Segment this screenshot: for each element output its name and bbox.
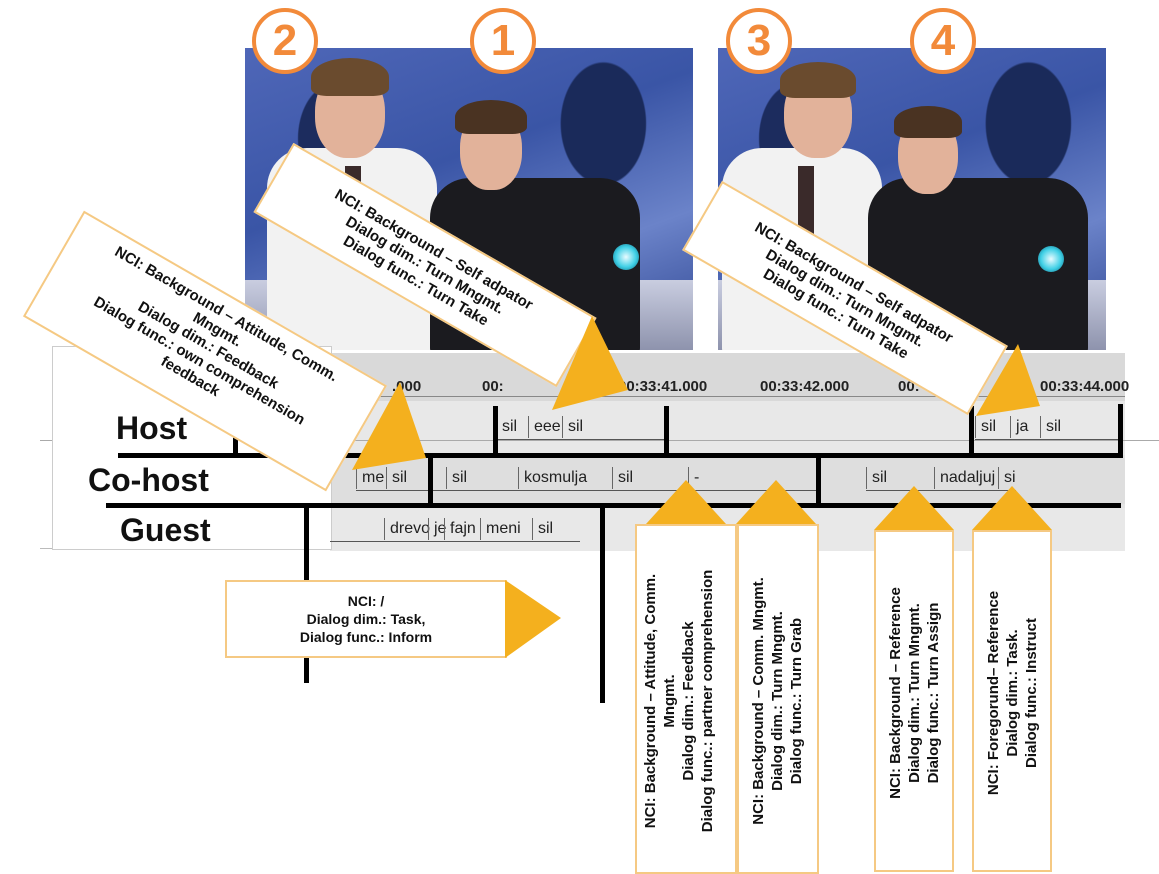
annotation-note-vertical-1: NCI: Background – Attitude, Comm. Mngmt.…: [635, 524, 737, 874]
host-cell[interactable]: ja: [1010, 416, 1028, 438]
note-line: NCI: Background – Comm. Mngmt.: [750, 577, 767, 825]
arrow-mid-note: [552, 316, 628, 410]
cohost-cell[interactable]: kosmulja: [518, 467, 587, 489]
timestamp: 00:: [482, 378, 504, 395]
tier-label-cohost: Co-host: [88, 462, 209, 498]
note-line: Dialog func.: Turn Grab: [788, 617, 805, 785]
note-line: NCI: Background – Reference: [887, 587, 904, 799]
stage-lamp: [1038, 246, 1064, 272]
arrow-up-v3: [874, 486, 954, 530]
note-line: Mngmt.: [661, 674, 678, 728]
cohost-turn-marker: [816, 456, 821, 504]
guest-cell[interactable]: fajn: [444, 518, 476, 540]
guest-cell[interactable]: sil: [532, 518, 553, 540]
guest-cell[interactable]: meni: [480, 518, 521, 540]
cohost-cell[interactable]: me: [356, 467, 384, 489]
cohost-cell[interactable]: si: [998, 467, 1016, 489]
guest-hair: [455, 100, 527, 134]
arrow-guest-note: [505, 580, 561, 658]
arrow-up-v4: [972, 486, 1052, 530]
vertical-note-text: NCI: Background – Attitude, Comm. Mngmt.…: [641, 536, 717, 866]
timestamp: 00:33:41.000: [618, 378, 708, 395]
tier-label-host: Host: [116, 410, 188, 446]
note-line: NCI: Background – Attitude, Comm.: [642, 573, 659, 829]
guest-cell[interactable]: je: [428, 518, 446, 540]
timestamp: 00:33:44.000: [1040, 378, 1130, 395]
marker-3: 3: [726, 8, 792, 74]
arrow-right-note: [976, 344, 1040, 416]
cohost-cell[interactable]: sil: [612, 467, 633, 489]
cohost-cell[interactable]: sil: [866, 467, 887, 489]
note-line: Dialog dim.: Turn Mngmt.: [769, 611, 786, 791]
note-line: Dialog func.: Inform: [299, 629, 433, 645]
annotation-note-guest: NCI: / Dialog dim.: Task, Dialog func.: …: [225, 580, 507, 658]
guest-cell[interactable]: drevo: [384, 518, 430, 540]
host-timeline: [118, 453, 1123, 458]
note-line: Dialog func.: partner comprehension: [699, 569, 716, 833]
note-line: Dialog func.: Turn Assign: [925, 602, 942, 784]
host-turn-marker: [664, 406, 669, 456]
vertical-note-text: NCI: Background – Comm. Mngmt. Dialog di…: [749, 536, 806, 866]
host-cell[interactable]: sil: [975, 416, 996, 438]
note-line: NCI: /: [347, 593, 385, 609]
note-line: Dialog dim.: Feedback: [680, 621, 697, 781]
host-turn-marker: [1118, 404, 1123, 458]
arrow-up-v2: [736, 480, 816, 524]
host-turn-marker: [969, 406, 974, 456]
note-line: Dialog dim.: Task,: [306, 611, 426, 627]
guest-hair: [894, 106, 962, 138]
cohost-cell[interactable]: sil: [446, 467, 467, 489]
marker-1: 1: [470, 8, 536, 74]
cohost-timeline: [106, 503, 1121, 508]
host-tier-rule: [975, 439, 1120, 440]
tier-label-guest: Guest: [120, 512, 211, 548]
cohost-cell[interactable]: sil: [386, 467, 407, 489]
note-line: Dialog dim.: Turn Mngmt.: [906, 603, 923, 783]
arrow-left-note: [352, 382, 426, 470]
host-cell[interactable]: sil: [496, 416, 517, 438]
note-line: NCI: Foregorund– Reference: [985, 590, 1002, 796]
cohost-cell[interactable]: nadaljuj: [934, 467, 995, 489]
host-cell[interactable]: sil: [562, 416, 583, 438]
note-line: Dialog dim.: Task.: [1004, 629, 1021, 757]
arrow-up-v1: [646, 480, 726, 524]
host-cell[interactable]: sil: [1040, 416, 1061, 438]
annotation-note-vertical-4: NCI: Foregorund– Reference Dialog dim.: …: [972, 530, 1052, 872]
guest-tier-rule: [330, 541, 580, 542]
marker-4: 4: [910, 8, 976, 74]
note-line: Dialog func.: Instruct: [1023, 618, 1040, 768]
guest-turn-marker: [600, 505, 605, 703]
timestamp: 00:33:42.000: [760, 378, 850, 395]
cohost-cell[interactable]: -: [688, 467, 699, 489]
host-tier-rule: [496, 439, 666, 440]
host-hair: [780, 62, 856, 98]
time-ruler: [330, 396, 1125, 397]
panel-divider: [40, 440, 1159, 441]
annotation-note-vertical-2: NCI: Background – Comm. Mngmt. Dialog di…: [737, 524, 819, 874]
marker-2: 2: [252, 8, 318, 74]
annotation-note-vertical-3: NCI: Background – Reference Dialog dim.:…: [874, 530, 954, 872]
vertical-note-text: NCI: Background – Reference Dialog dim.:…: [886, 548, 943, 838]
cohost-turn-marker: [428, 456, 433, 504]
stage-lamp: [613, 244, 639, 270]
host-turn-marker: [493, 406, 498, 456]
vertical-note-text: NCI: Foregorund– Reference Dialog dim.: …: [984, 548, 1041, 838]
cohost-tier-rule: [356, 490, 816, 491]
host-cell[interactable]: eee: [528, 416, 561, 438]
host-hair: [311, 58, 389, 96]
host-tie: [798, 166, 814, 236]
